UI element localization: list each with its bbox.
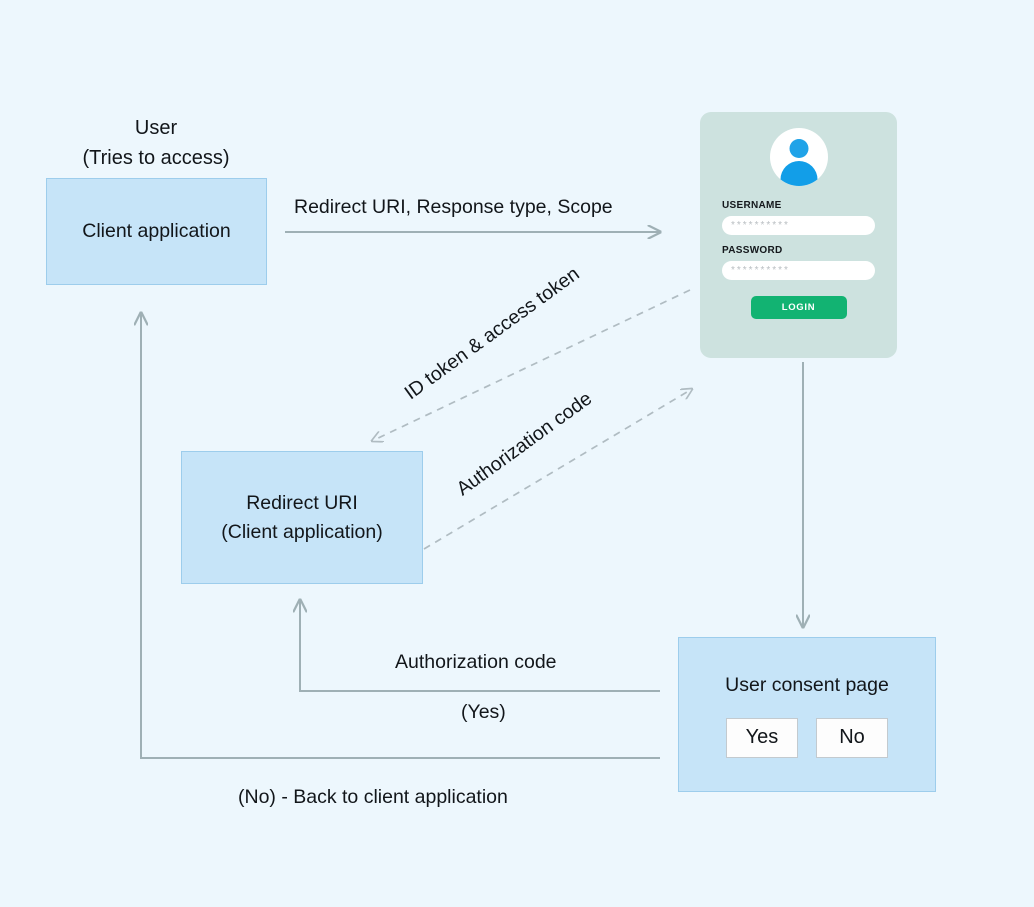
edge-label-authorization-code-horizontal: Authorization code — [395, 651, 557, 673]
edge-label-id-token-access-token: ID token & access token — [400, 262, 584, 405]
redirect-uri-box[interactable]: Redirect URI (Client application) — [181, 451, 423, 584]
consent-yes-button[interactable]: Yes — [726, 717, 798, 758]
username-input[interactable] — [722, 216, 875, 235]
user-caption-line-1: User — [134, 117, 178, 139]
edge-label-authorization-code-diagonal: Authorization code — [452, 387, 597, 501]
user-avatar-icon — [769, 128, 828, 186]
user-consent-page-title: User consent page — [725, 674, 889, 697]
password-input[interactable] — [722, 261, 875, 280]
consent-no-button[interactable]: No — [816, 717, 888, 758]
edge-label-no-back-to-client-application: (No) - Back to client application — [238, 786, 508, 808]
user-caption-line-2: (Tries to access) — [82, 147, 230, 169]
avatar-head-shape — [789, 139, 808, 158]
login-button[interactable]: LOGIN — [750, 296, 847, 319]
redirect-uri-label-line-2: (Client application) — [221, 520, 383, 543]
client-application-label: Client application — [82, 220, 231, 243]
redirect-uri-label-line-1: Redirect URI — [246, 492, 358, 515]
client-application-box[interactable]: Client application — [46, 178, 267, 285]
user-consent-page-box[interactable]: User consent page Yes No — [678, 637, 936, 792]
password-label: PASSWORD — [722, 245, 783, 256]
username-label: USERNAME — [722, 200, 782, 211]
avatar-body-shape — [780, 161, 817, 186]
edge-label-yes: (Yes) — [461, 701, 506, 723]
edge-label-authorization-request: Redirect URI, Response type, Scope — [294, 196, 613, 218]
connector-consent-yes — [300, 600, 660, 692]
user-caption: User (Tries to access) — [16, 113, 296, 173]
consent-button-group: Yes No — [726, 717, 888, 758]
login-panel[interactable]: USERNAME PASSWORD LOGIN — [700, 112, 897, 358]
